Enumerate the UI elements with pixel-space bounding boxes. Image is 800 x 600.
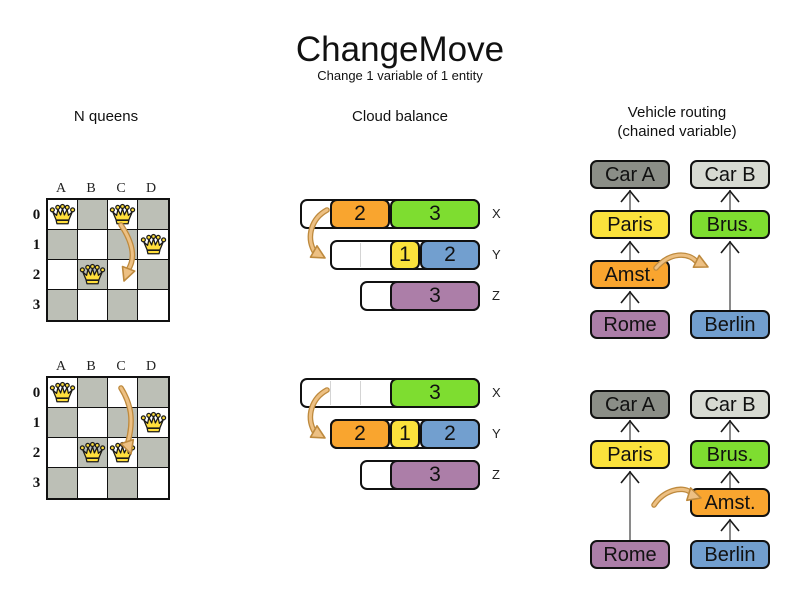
process-block: 2 [420,240,480,270]
process-block: 2 [330,419,390,449]
process-block: 1 [390,240,420,270]
vehicle-node-amst-after: Amst. [690,488,770,517]
board-cell [78,408,108,438]
board-cell [108,468,138,498]
row-label: 3 [32,297,41,313]
row-label: 0 [32,385,41,401]
board-cell [48,468,78,498]
board-cell [48,290,78,320]
row-label: 0 [32,207,41,223]
column-label: D [145,359,157,374]
vehicle-node-car-b-after: Car B [690,390,770,419]
vehicle-node-paris-after: Paris [590,440,670,469]
column-label: D [145,181,157,196]
computer-label: Z [492,467,500,482]
column-label: A [55,359,67,374]
process-block: 1 [390,419,420,449]
board-cell [78,230,108,260]
board-cell [78,438,108,468]
board-cell [138,290,168,320]
row-label: 3 [32,475,41,491]
board-column-headers: A B C D [46,182,180,198]
computer-label: X [492,385,501,400]
vehicle-node-amst-before: Amst. [590,260,670,289]
page-title: ChangeMove [295,30,505,69]
board-cell [138,468,168,498]
vehicle-node-brus-after: Brus. [690,440,770,469]
row-label: 2 [32,267,41,283]
column-label: C [116,181,126,196]
section-title-vehicle-routing: Vehicle routing [627,104,727,121]
column-label: B [86,359,96,374]
process-block: 3 [390,460,480,490]
board-cell [48,378,78,408]
board-cell [138,200,168,230]
row-label: 1 [32,415,41,431]
board-cell [78,468,108,498]
board-cell [138,378,168,408]
page-subtitle: Change 1 variable of 1 entity [317,68,483,83]
vehicle-node-berlin-after: Berlin [690,540,770,569]
board-cell [78,290,108,320]
section-subtitle-vehicle-routing: (chained variable) [617,123,737,140]
board-cell [78,200,108,230]
computer-label: X [492,206,501,221]
chessboard [46,376,170,500]
computer-label: Y [492,247,501,262]
board-cell [78,378,108,408]
board-cell [78,260,108,290]
vehicle-node-rome-after: Rome [590,540,670,569]
vehicle-node-brus-before: Brus. [690,210,770,239]
computer-label: Y [492,426,501,441]
board-column-headers: A B C D [46,360,180,376]
row-label: 2 [32,445,41,461]
vehicle-node-car-a-before: Car A [590,160,670,189]
board-cell [138,260,168,290]
process-block: 3 [390,199,480,229]
nqueens-board-after: A B C D 0 1 2 3 [30,360,180,500]
slot-divider [360,243,361,267]
section-title-cloud-balance: Cloud balance [352,108,448,125]
board-cell [48,230,78,260]
process-block: 2 [330,199,390,229]
slot-divider [360,381,361,405]
slot-divider [330,381,331,405]
process-block: 3 [390,281,480,311]
board-cell [138,230,168,260]
board-cell [138,438,168,468]
board-cell [108,290,138,320]
chain-connector-arrowheads [620,189,740,532]
vehicle-node-berlin-before: Berlin [690,310,770,339]
computer-label: Z [492,288,500,303]
vehicle-node-car-a-after: Car A [590,390,670,419]
nqueens-board-before: A B C D 0 1 2 3 [30,182,180,322]
row-label: 1 [32,237,41,253]
board-cell [48,438,78,468]
process-block: 2 [420,419,480,449]
column-label: B [86,181,96,196]
vehicle-node-rome-before: Rome [590,310,670,339]
column-label: C [116,359,126,374]
process-block: 3 [390,378,480,408]
board-cell [138,408,168,438]
chessboard [46,198,170,322]
board-cell [48,260,78,290]
section-title-nqueens: N queens [73,108,139,125]
vehicle-node-paris-before: Paris [590,210,670,239]
board-cell [48,200,78,230]
column-label: A [55,181,67,196]
board-cell [48,408,78,438]
vehicle-node-car-b-before: Car B [690,160,770,189]
